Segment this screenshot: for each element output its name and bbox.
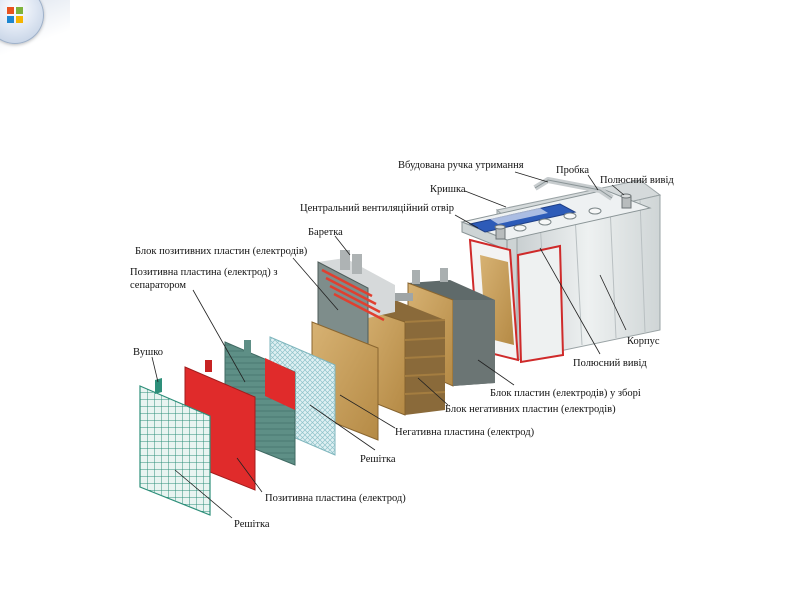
label-negative-block: Блок негативних пластин (електродів): [445, 404, 616, 415]
label-positive-block: Блок позитивних пластин (електродів): [135, 246, 308, 257]
label-handle: Вбудована ручка утримання: [398, 160, 524, 171]
label-vent: Центральний вентиляційний отвір: [300, 203, 454, 214]
label-assembled-block: Блок пластин (електродів) у зборі: [490, 388, 641, 399]
label-plug: Пробка: [556, 165, 589, 176]
label-lug: Вушко: [133, 347, 163, 358]
label-grid-bottom: Решітка: [234, 519, 270, 530]
grid-front: [139, 378, 211, 516]
label-terminal-top: Полюсний вивід: [600, 175, 674, 186]
label-positive-plate: Позитивна пластина (електрод): [265, 493, 406, 504]
leader-lines: [151, 171, 627, 519]
office-logo-icon: [7, 7, 23, 23]
label-terminal-bottom: Полюсний вивід: [573, 358, 647, 369]
label-case: Корпус: [627, 336, 660, 347]
label-strap: Баретка: [308, 227, 343, 238]
vent-plugs: [513, 207, 602, 232]
label-grid-mid: Решітка: [360, 454, 396, 465]
label-positive-plate-sep-line2: сепаратором: [130, 280, 186, 291]
label-negative-plate: Негативна пластина (електрод): [395, 427, 535, 438]
handle: [533, 177, 614, 201]
label-lid: Кришка: [430, 184, 466, 195]
label-positive-plate-sep-line1: Позитивна пластина (електрод) з: [130, 267, 278, 278]
